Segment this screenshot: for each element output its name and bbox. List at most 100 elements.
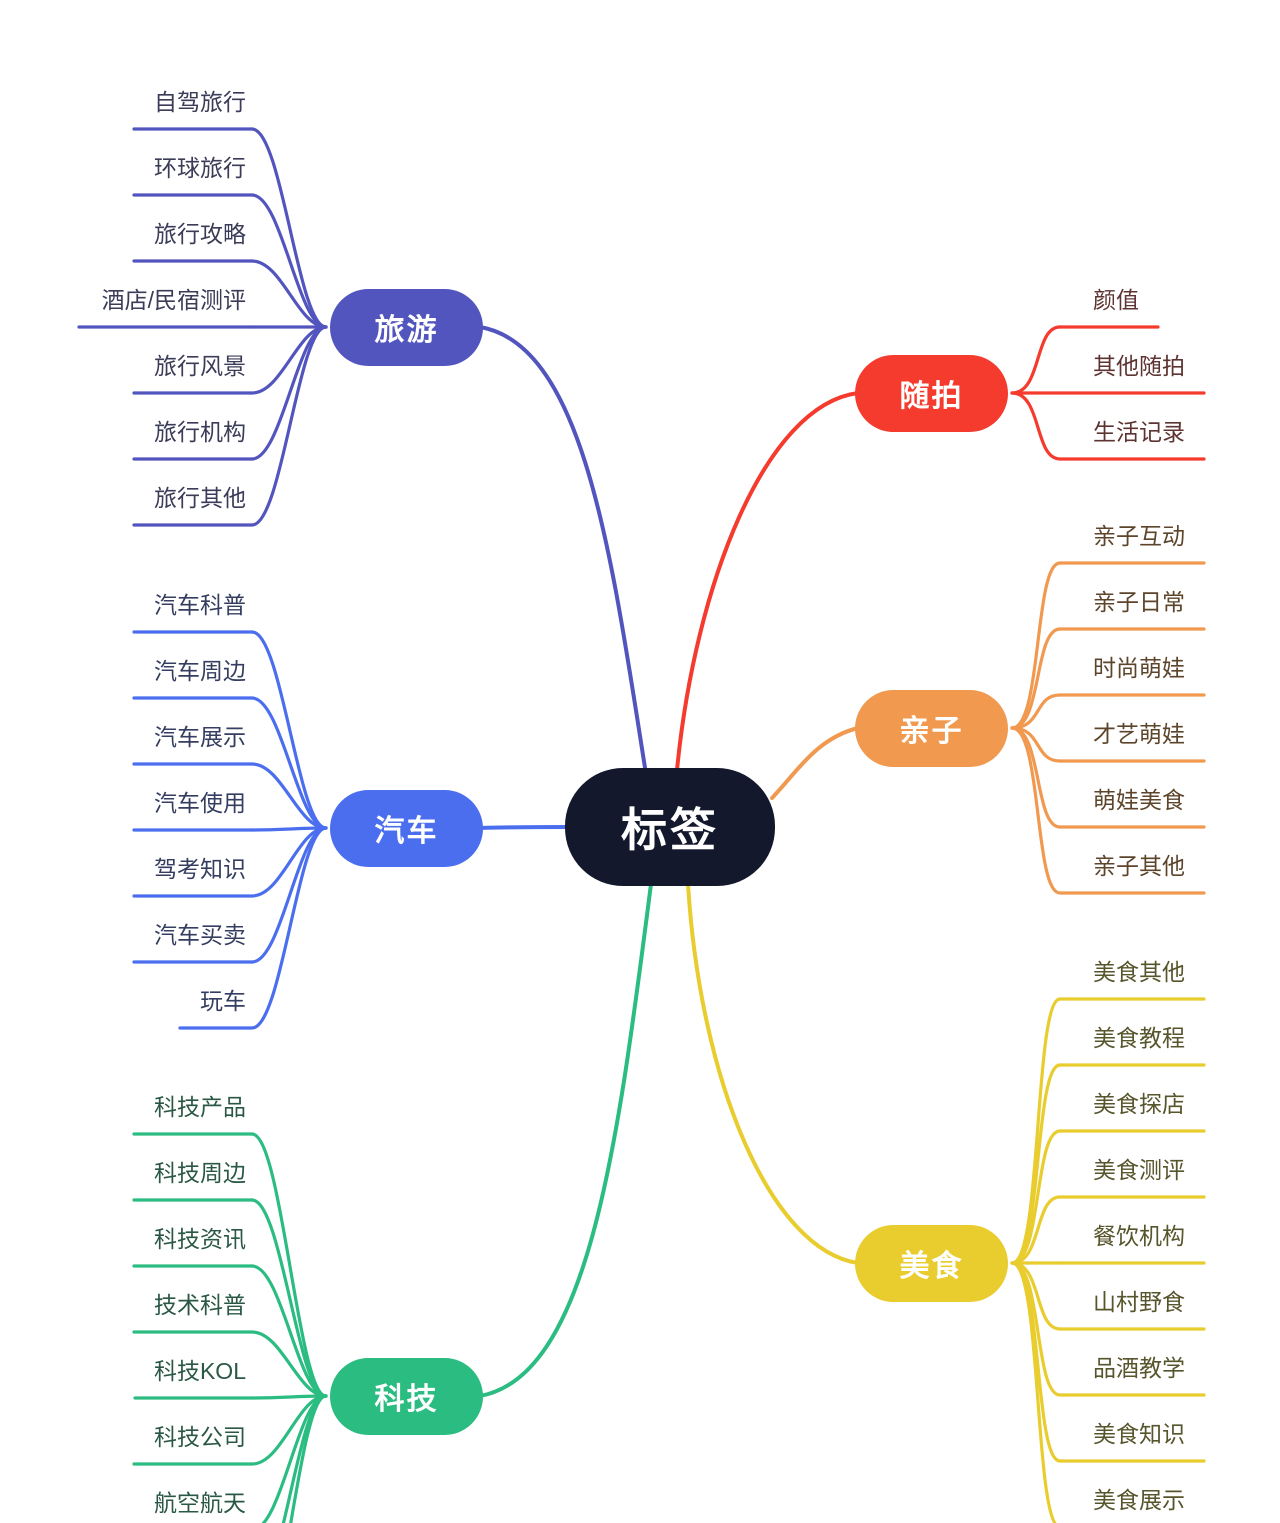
leaf-node[interactable]: 技术科普 [134, 1290, 252, 1320]
edge-car-to-leaf [250, 826, 328, 1030]
edge-family-to-leaf [1010, 561, 1062, 730]
edge-travel-to-leaf [250, 325, 328, 461]
leaf-node-label: 亲子互动 [1093, 523, 1185, 549]
leaf-node[interactable]: 旅行其他 [134, 483, 252, 513]
edge-tech-to-leaf [289, 1394, 328, 1523]
leaf-node-label: 玩车 [200, 988, 246, 1014]
leaf-node[interactable]: 山村野食 [1060, 1287, 1204, 1317]
branch-node-label: 美食 [899, 1250, 964, 1283]
edge-casual-to-leaf [1010, 391, 1062, 461]
leaf-node-label: 科技公司 [154, 1424, 246, 1450]
edge-food-to-leaf [1010, 997, 1062, 1265]
leaf-node-label: 汽车买卖 [154, 922, 246, 948]
leaf-node[interactable]: 科技公司 [134, 1422, 252, 1452]
leaf-node-label: 自驾旅行 [154, 89, 246, 115]
leaf-node-label: 其他随拍 [1093, 353, 1185, 379]
edge-car-to-leaf [250, 826, 328, 832]
leaf-node[interactable]: 科技资讯 [134, 1224, 252, 1254]
leaf-node[interactable]: 汽车展示 [134, 722, 252, 752]
leaf-node[interactable]: 汽车科普 [134, 590, 252, 620]
leaf-node[interactable]: 科技KOL [135, 1356, 252, 1386]
leaf-node[interactable]: 生活记录 [1060, 417, 1204, 447]
leaf-node[interactable]: 旅行攻略 [134, 219, 252, 249]
leaf-node[interactable]: 旅行机构 [134, 417, 252, 447]
leaf-node-label: 旅行攻略 [154, 221, 246, 247]
leaf-node[interactable]: 航空航天 [134, 1488, 252, 1518]
leaf-node[interactable]: 亲子互动 [1060, 521, 1204, 551]
leaf-node[interactable]: 亲子日常 [1060, 587, 1204, 617]
leaf-node[interactable]: 汽车买卖 [134, 920, 252, 950]
branch-node-label: 科技 [374, 1383, 439, 1416]
leaf-node[interactable]: 时尚萌娃 [1060, 653, 1204, 683]
leaf-node[interactable]: 其他随拍 [1060, 351, 1204, 381]
leaf-node[interactable]: 驾考知识 [134, 854, 252, 884]
leaf-node-label: 餐饮机构 [1093, 1223, 1185, 1249]
leaf-node-label: 科技KOL [153, 1358, 246, 1384]
leaf-node-label: 汽车展示 [154, 724, 246, 750]
leaf-node-label: 亲子日常 [1093, 589, 1185, 615]
leaf-node-label: 汽车科普 [154, 592, 246, 618]
leaf-node[interactable]: 汽车使用 [134, 788, 252, 818]
leaf-node[interactable]: 科技产品 [134, 1092, 252, 1122]
leaf-node[interactable]: 旅行风景 [134, 351, 252, 381]
edge-travel-to-leaf [250, 127, 328, 329]
leaf-node[interactable]: 美食知识 [1060, 1419, 1204, 1449]
edge-tech-to-leaf [250, 1198, 328, 1398]
leaf-node-label: 美食教程 [1093, 1025, 1185, 1051]
leaf-node-label: 品酒教学 [1093, 1355, 1185, 1381]
leaf-node-label: 时尚萌娃 [1093, 655, 1185, 681]
leaf-node-label: 亲子其他 [1093, 853, 1185, 879]
branch-node-tech[interactable]: 科技 [330, 1357, 483, 1435]
edge-travel-to-leaf [250, 325, 328, 527]
leaf-node[interactable]: 汽车周边 [134, 656, 252, 686]
leaf-node[interactable]: 自驾旅行 [134, 87, 252, 117]
edge-car-to-leaf [250, 762, 328, 830]
edge-family-to-leaf [1010, 627, 1062, 730]
leaf-node[interactable]: 玩车 [180, 986, 252, 1016]
leaf-node-label: 科技周边 [154, 1160, 246, 1186]
branch-node-car[interactable]: 汽车 [330, 789, 483, 867]
leaf-node-label: 驾考知识 [154, 856, 246, 882]
branch-node-casual[interactable]: 随拍 [855, 354, 1008, 432]
branch-node-food[interactable]: 美食 [855, 1224, 1008, 1302]
edge-car-to-leaf [250, 630, 328, 830]
leaf-node[interactable]: 亲子其他 [1060, 851, 1204, 881]
leaf-node[interactable]: 美食其他 [1060, 957, 1204, 987]
leaf-node[interactable]: 酒店/民宿测评 [79, 285, 252, 315]
leaf-node[interactable]: 科技周边 [134, 1158, 252, 1188]
leaf-node[interactable]: 才艺萌娃 [1060, 719, 1204, 749]
edge-center-to-car [478, 825, 572, 830]
branch-node-family[interactable]: 亲子 [855, 689, 1008, 767]
leaf-node[interactable]: 颜值 [1060, 285, 1158, 315]
leaf-node[interactable]: 美食教程 [1060, 1023, 1204, 1053]
edge-food-to-leaf [1010, 1195, 1062, 1265]
edge-travel-to-leaf [250, 193, 328, 329]
leaf-node[interactable]: 美食测评 [1060, 1155, 1204, 1185]
leaf-node[interactable]: 品酒教学 [1060, 1353, 1204, 1383]
edge-tech-to-leaf [250, 1330, 328, 1398]
leaf-node-label: 才艺萌娃 [1093, 721, 1185, 747]
leaf-node-label: 萌娃美食 [1093, 787, 1185, 813]
edge-center-to-family [770, 726, 860, 800]
leaf-node[interactable]: 餐饮机构 [1060, 1221, 1204, 1251]
leaf-node-label: 旅行风景 [154, 353, 246, 379]
leaf-node-label: 科技产品 [154, 1094, 246, 1120]
edge-center-to-food [686, 882, 860, 1265]
leaf-node-label: 美食测评 [1093, 1157, 1185, 1183]
edge-tech-to-leaf [250, 1394, 328, 1400]
leaf-node-label: 科技资讯 [154, 1226, 246, 1252]
leaf-node[interactable]: 环球旅行 [134, 153, 252, 183]
edge-casual-to-leaf [1010, 325, 1062, 395]
leaf-node[interactable]: 萌娃美食 [1060, 785, 1204, 815]
leaf-node-label: 酒店/民宿测评 [101, 287, 246, 313]
branch-node-travel[interactable]: 旅游 [330, 288, 483, 366]
edge-tech-to-leaf [250, 1264, 328, 1398]
leaf-node-label: 技术科普 [154, 1292, 246, 1318]
leaf-node-label: 美食知识 [1093, 1421, 1185, 1447]
leaf-node[interactable]: 美食探店 [1060, 1089, 1204, 1119]
leaf-node[interactable]: 美食展示 [1060, 1485, 1204, 1515]
central-node[interactable]: 标签 [565, 768, 775, 886]
leaf-node-label: 颜值 [1093, 287, 1139, 313]
